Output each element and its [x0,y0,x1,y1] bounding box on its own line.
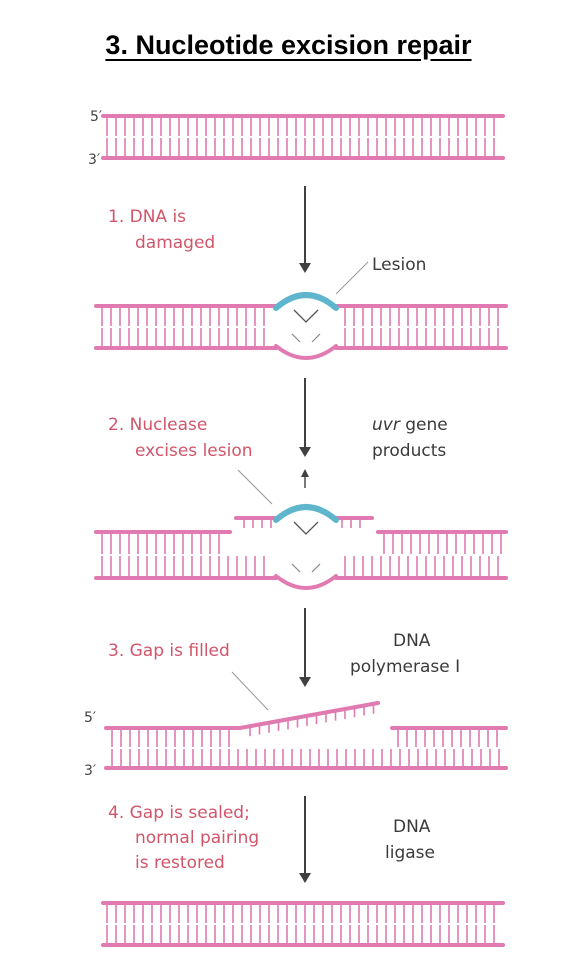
lesion-pointer [335,261,369,295]
lesion-bulge [273,504,339,523]
complement-bulge [274,344,338,360]
small-arrow-up-head [301,469,309,477]
step-2-line-1: 2. Nuclease [108,415,207,435]
nuclease-pointer [237,469,273,505]
five-prime-label-top: 5′ [90,109,102,125]
thymine-dimer [293,521,319,535]
dna-excised [94,504,508,590]
dna-gap-filled [104,701,508,770]
lesion-label: Lesion [372,255,426,275]
step-3-line-1: 3. Gap is filled [108,641,230,661]
thymine-dimer [293,309,319,323]
gap-fill-pointer [231,671,269,711]
uvr-label-line-1: uvr gene [372,415,448,435]
ligase-label-line-1: DNA [393,817,431,837]
step-4-line-2: normal pairing [135,828,259,848]
bulge-tick [291,333,301,343]
new-strand [238,701,380,730]
dna-damaged [94,292,508,360]
ligase-label-line-2: ligase [385,843,435,863]
step-1-line-2: damaged [135,233,215,253]
bulge-tick [311,563,321,573]
uvr-label-line-2: products [372,441,446,461]
dna-intact-top [101,114,505,160]
five-prime-label-gap: 5′ [84,710,96,726]
step-2-line-2: excises lesion [135,441,253,461]
step-4-line-1: 4. Gap is sealed; [108,803,250,823]
three-prime-label-gap: 3′ [84,763,96,779]
bulge-tick [291,563,301,573]
polymerase-label-line-2: polymerase I [350,657,460,677]
bulge-tick [311,333,321,343]
polymerase-label-line-1: DNA [393,631,431,651]
dna-sealed [101,901,505,947]
complement-bulge [274,574,338,590]
step-4-line-3: is restored [135,853,225,873]
three-prime-label-top: 3′ [88,152,100,168]
step-1-line-1: 1. DNA is [108,207,186,227]
page-title: 3. Nucleotide excision repair [105,30,472,60]
lesion-bulge [273,292,339,311]
